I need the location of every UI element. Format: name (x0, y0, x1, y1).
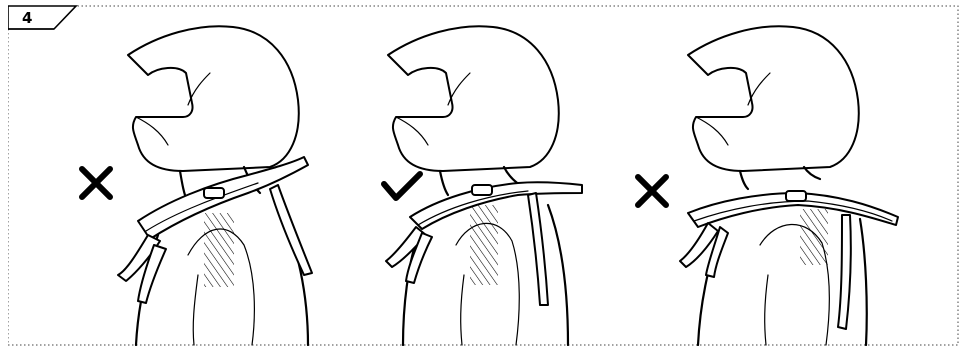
check-icon (384, 174, 420, 198)
neck-front-line (740, 171, 748, 189)
cross-icon (638, 177, 666, 205)
helmet-illustration (388, 26, 559, 171)
helmet-illustration (688, 26, 859, 171)
neck-front-line (440, 171, 448, 195)
panel-1-incorrect (82, 26, 312, 345)
helmet-illustration (128, 26, 299, 171)
step-number: 4 (22, 9, 32, 27)
cross-icon (82, 169, 110, 197)
step-tab (8, 6, 76, 29)
panel-2-correct (384, 26, 582, 345)
instruction-frame: 4 (8, 5, 959, 346)
panel-3-incorrect (638, 26, 898, 345)
